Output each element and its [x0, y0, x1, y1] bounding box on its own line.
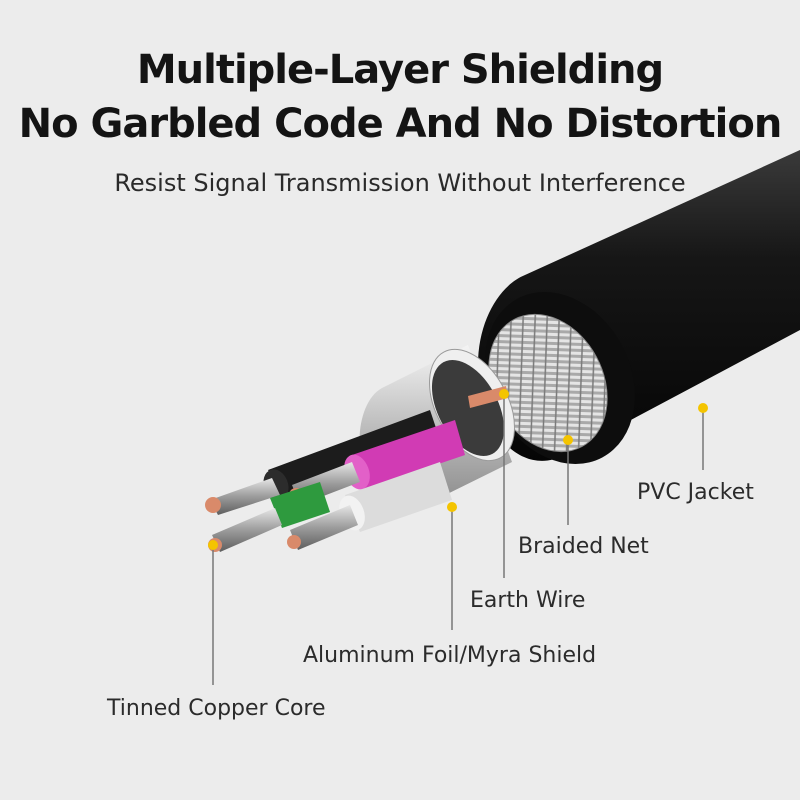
- earth-wire-shape: [468, 386, 508, 408]
- label-aluminum-foil: Aluminum Foil/Myra Shield: [303, 643, 597, 668]
- leader-lines: [212, 394, 704, 685]
- label-pvc-jacket: PVC Jacket: [637, 480, 754, 505]
- callout-dots: [208, 389, 708, 550]
- braided-net-dot: [563, 435, 573, 445]
- pvc-jacket-dot: [698, 403, 708, 413]
- earth-wire-dot: [499, 389, 509, 399]
- white-wire-shape: [287, 462, 452, 550]
- aluminum-foil-dot: [447, 502, 457, 512]
- tinned-copper-core-dot: [208, 540, 218, 550]
- label-tinned-copper-core: Tinned Copper Core: [107, 696, 326, 721]
- label-braided-net: Braided Net: [518, 534, 649, 559]
- subheadline: Resist Signal Transmission Without Inter…: [114, 169, 686, 197]
- label-earth-wire: Earth Wire: [470, 588, 586, 613]
- headline-line-1: Multiple-Layer Shielding: [136, 47, 664, 93]
- headline-line-2: No Garbled Code And No Distortion: [18, 101, 783, 147]
